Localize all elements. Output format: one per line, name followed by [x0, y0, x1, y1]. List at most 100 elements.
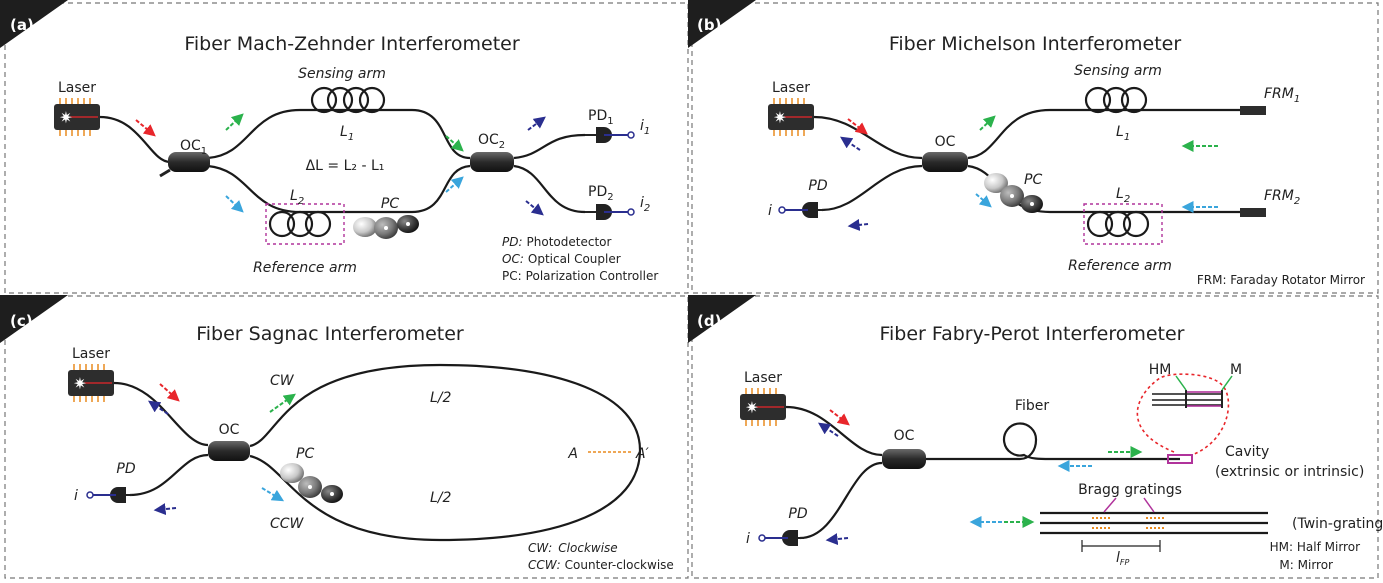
fiber-laser-oc-c [113, 381, 209, 447]
frm1-label: FRM1 [1264, 86, 1300, 105]
pc-label-c: PC [296, 446, 314, 462]
fiber-laser-oc-d [785, 405, 883, 457]
legend-c-cw: CW:Clockwise [528, 541, 618, 555]
cavity-note: (extrinsic or intrinsic) [1215, 464, 1364, 480]
legend-c: CW:Clockwise CCW:Counter-clockwise [528, 541, 674, 572]
laser-icon: ✷ [740, 388, 786, 426]
reference-arm-label-b: Reference arm [1068, 258, 1172, 274]
fiber-coil-icon [1084, 86, 1148, 114]
oc-label-d: OC [894, 428, 915, 444]
oc1-label: OC1 [180, 138, 207, 157]
i2-label: i2 [640, 195, 650, 214]
fiber-oc2-pd1 [513, 133, 586, 160]
arrow-green [979, 115, 996, 131]
twin-label: (Twin-grating cavity) [1292, 516, 1383, 532]
pd1-label: PD1 [588, 108, 614, 127]
faraday-rotator-mirror-icon [1240, 106, 1266, 115]
arrow-blue [261, 487, 285, 502]
a-prime-label: A′ [635, 446, 650, 462]
reference-arm-label-a: Reference arm [253, 260, 357, 276]
arrow-navy [525, 200, 544, 216]
panel-b-title: Fiber Michelson Interferometer [889, 33, 1181, 55]
pc-label-a: PC [381, 196, 399, 212]
arrow-blue [225, 195, 244, 213]
legend-d-hm: HM: Half Mirror [1270, 540, 1360, 554]
l1-label-a: L1 [340, 124, 354, 143]
twin-grating-cavity [1040, 497, 1268, 552]
lfp-label: lFP [1116, 550, 1129, 567]
laser-label-b: Laser [772, 80, 810, 96]
fiber-laser-oc1 [99, 115, 171, 164]
tag-d: (d) [697, 312, 721, 330]
svg-text:✷: ✷ [73, 374, 86, 393]
ccw-label: CCW [270, 516, 305, 532]
l2-label-b: L2 [1116, 186, 1130, 205]
photodetector-icon [585, 204, 635, 220]
panel-borders [4, 2, 1379, 579]
a-label: A [567, 446, 578, 462]
reference-coil-box [265, 203, 345, 245]
pd-label-d: PD [788, 506, 807, 522]
pd-label-c: PD [116, 461, 135, 477]
tag-a: (a) [10, 16, 34, 34]
fiber-oc-pd-c [129, 453, 209, 497]
photodetector-icon [585, 127, 635, 143]
panel-a-border [4, 2, 689, 294]
sensing-arm-label-b: Sensing arm [1074, 63, 1162, 79]
arrow-red [159, 383, 180, 402]
panel-c-border [4, 295, 689, 579]
coupler-icon [922, 152, 968, 172]
svg-text:✷: ✷ [59, 108, 72, 127]
legend-a-item: OC:Optical Coupler [502, 252, 621, 266]
fiber-laser-oc-b [813, 115, 923, 160]
pc-label-b: PC [1024, 172, 1042, 188]
fiber-oc-pd-d [799, 461, 883, 540]
oc-label-b: OC [935, 134, 956, 150]
panel-d-border [691, 295, 1379, 579]
arrow-green [445, 135, 464, 152]
tag-c-bg [0, 295, 68, 343]
arrow-blue [445, 176, 464, 193]
panel-a: Fiber Mach-Zehnder Interferometer ✷ Lase… [54, 33, 658, 283]
laser-label-a: Laser [58, 80, 96, 96]
laser-icon: ✷ [54, 98, 100, 136]
photodetector-icon [778, 202, 824, 218]
fiber-sensing-arm [207, 108, 471, 160]
coupler-icon [208, 441, 250, 461]
polarization-controller-icon [353, 215, 419, 239]
arrow-navy [527, 116, 546, 131]
arrow-red [829, 409, 850, 426]
arrow-navy [153, 503, 177, 516]
bragg-label: Bragg gratings [1078, 482, 1182, 498]
i-label-b: i [768, 203, 772, 219]
m-label: M [1230, 362, 1242, 378]
half-bottom-label: L/2 [430, 490, 452, 506]
reference-coil-box-b [1083, 203, 1163, 245]
laser-label-c: Laser [72, 346, 110, 362]
cavity-label: Cavity [1225, 444, 1269, 460]
i-label-d: i [746, 531, 750, 547]
arrow-navy [825, 533, 849, 546]
tag-a-bg [0, 0, 68, 48]
fiber-sagnac-loop [249, 363, 642, 542]
panel-b-border [691, 2, 1379, 294]
polarization-controller-icon [280, 463, 343, 503]
i1-label: i1 [640, 118, 650, 137]
arrow-navy [847, 218, 869, 231]
arrow-navy [818, 422, 839, 437]
i-label-c: i [74, 488, 78, 504]
l1-label-b: L1 [1116, 124, 1130, 143]
fiber-to-cavity [926, 422, 1180, 461]
panel-c: Fiber Sagnac Interferometer ✷ Laser [68, 323, 674, 572]
fiber-oc-pd-b [821, 164, 923, 212]
legend-a: PD:Photodetector OC:Optical Coupler PC:P… [502, 235, 658, 283]
panel-d: Fiber Fabry-Perot Interferometer ✷ Laser [740, 323, 1383, 572]
panel-b: Fiber Michelson Interferometer ✷ Laser [768, 33, 1365, 287]
laser-label-d: Laser [744, 370, 782, 386]
coupler-icon [470, 152, 514, 172]
pd2-label: PD2 [588, 184, 614, 203]
panel-a-title: Fiber Mach-Zehnder Interferometer [184, 33, 520, 55]
l2-label-a: L2 [290, 188, 304, 207]
fiber-end-a [159, 168, 171, 178]
fiber-label: Fiber [1015, 398, 1049, 414]
